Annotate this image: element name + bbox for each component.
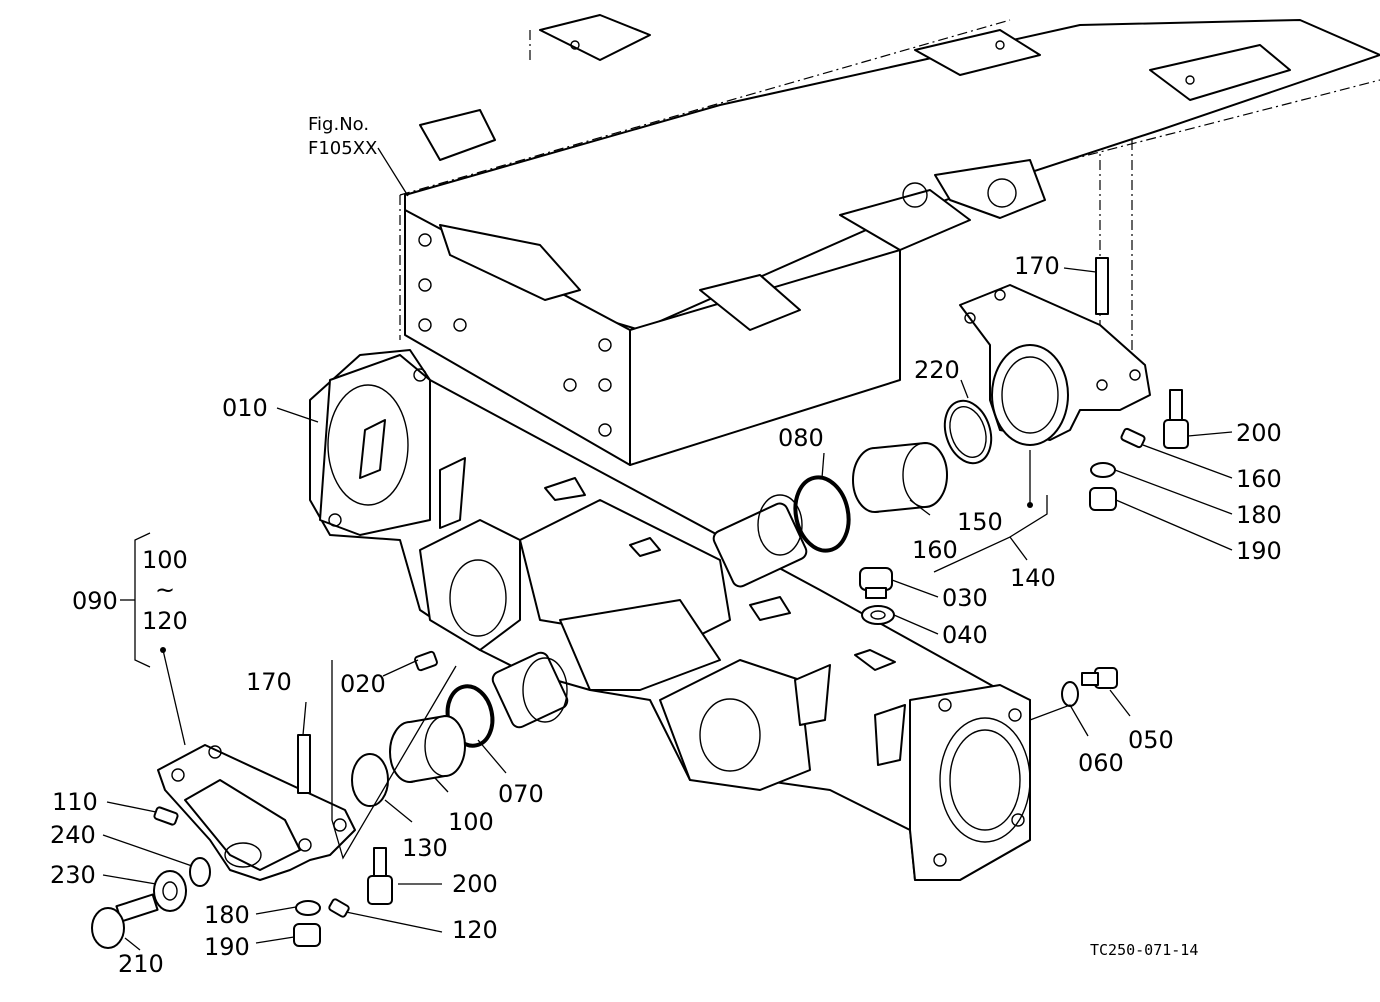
bolt-200-right xyxy=(1163,389,1189,449)
label-100-part: 100 xyxy=(448,808,494,836)
drawing-code: TC250-071-14 xyxy=(1090,941,1198,959)
small-parts xyxy=(91,257,1189,949)
label-050: 050 xyxy=(1128,726,1174,754)
label-010: 010 xyxy=(222,394,268,422)
label-040: 040 xyxy=(942,621,988,649)
label-110: 110 xyxy=(52,788,98,816)
grease-fitting-110 xyxy=(153,806,179,826)
plug-030 xyxy=(859,567,893,599)
group-range-end: 120 xyxy=(142,607,188,635)
label-210: 210 xyxy=(118,950,164,978)
frame-body xyxy=(404,14,1380,466)
figure-ref-line1: Fig.No. xyxy=(308,114,369,135)
label-180-left: 180 xyxy=(204,901,250,929)
figure-ref-line2: F105XX xyxy=(308,138,377,159)
label-160-right: 160 xyxy=(1236,465,1282,493)
lock-washer-180-left xyxy=(295,900,321,916)
nut-230 xyxy=(153,870,187,912)
label-060: 060 xyxy=(1078,749,1124,777)
washer-240 xyxy=(189,857,211,887)
left-support-bracket xyxy=(157,744,356,881)
leader-lines xyxy=(102,147,1233,951)
label-020: 020 xyxy=(340,670,386,698)
label-030: 030 xyxy=(942,584,988,612)
drain-plug-050 xyxy=(1081,667,1118,689)
group-range-separator: ~ xyxy=(155,576,175,604)
ring-220 xyxy=(943,399,993,465)
washer-060 xyxy=(1061,681,1079,707)
o-ring-080 xyxy=(793,475,851,553)
stud-170-left xyxy=(297,734,311,794)
label-080: 080 xyxy=(778,424,824,452)
label-170-left: 170 xyxy=(246,668,292,696)
washer-040 xyxy=(861,605,895,625)
label-130: 130 xyxy=(402,834,448,862)
nut-190-right xyxy=(1089,487,1117,511)
label-190-left: 190 xyxy=(204,933,250,961)
label-220: 220 xyxy=(914,356,960,384)
grease-nipple-160 xyxy=(1120,427,1146,449)
right-support-bracket xyxy=(959,284,1151,446)
label-170-right: 170 xyxy=(1014,252,1060,280)
label-240: 240 xyxy=(50,821,96,849)
bolt-200-left xyxy=(367,847,393,905)
plug-020 xyxy=(414,650,438,672)
stud-170-right xyxy=(1095,257,1109,315)
labels: Fig.No. F105XX 010 080 220 170 200 160 1… xyxy=(50,114,1282,978)
label-070: 070 xyxy=(498,780,544,808)
label-160-left: 160 xyxy=(912,536,958,564)
label-140: 140 xyxy=(1010,564,1056,592)
label-180-right: 180 xyxy=(1236,501,1282,529)
bolt-210 xyxy=(91,893,159,949)
plug-130 xyxy=(351,753,389,807)
front-axle-case xyxy=(309,349,1031,881)
label-190-right: 190 xyxy=(1236,537,1282,565)
label-200-left: 200 xyxy=(452,870,498,898)
nut-190-left xyxy=(293,923,321,947)
label-200-right: 200 xyxy=(1236,419,1282,447)
set-screw-120 xyxy=(328,898,350,918)
label-230: 230 xyxy=(50,861,96,889)
label-150: 150 xyxy=(957,508,1003,536)
group-range-start: 100 xyxy=(142,546,188,574)
label-120-part: 120 xyxy=(452,916,498,944)
bushing-150 xyxy=(852,442,948,513)
group-label-090: 090 xyxy=(72,587,118,615)
bushing-100 xyxy=(389,715,466,783)
lock-washer-180-right xyxy=(1090,462,1116,478)
